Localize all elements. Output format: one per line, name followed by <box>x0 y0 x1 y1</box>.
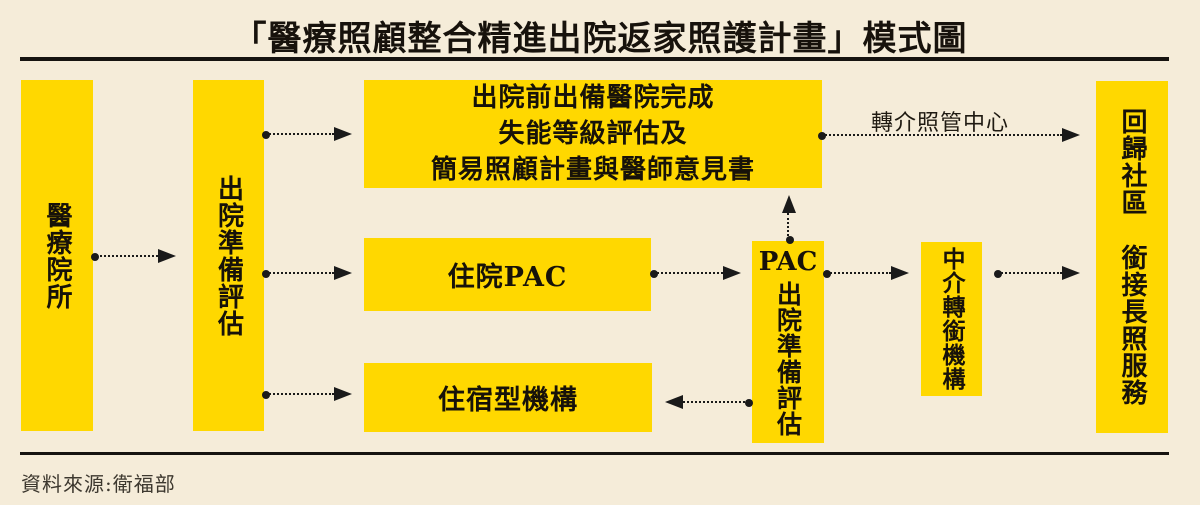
box-discharge-prep-assessment: 出院準備評估 <box>193 80 264 431</box>
pre-discharge-line-1: 出院前出備醫院完成 <box>471 83 715 113</box>
page-title: 「醫療照顧整合精進出院返家照護計畫」模式圖 <box>232 19 968 59</box>
arrow-prep-to-predischarge <box>262 127 352 141</box>
arrow-pac-prep-to-predischarge <box>782 195 796 244</box>
arrow-medical-to-prep <box>91 249 176 263</box>
box-medical-institution-label: 醫療院所 <box>42 201 72 310</box>
box-intermediary-transition-label: 中介轉銜機構 <box>938 247 965 391</box>
box-pre-discharge-completion: 出院前出備醫院完成 失能等級評估及 簡易照顧計畫與醫師意見書 <box>364 80 822 188</box>
arrow-prep-to-residential <box>262 387 352 401</box>
box-medical-institution: 醫療院所 <box>21 80 93 431</box>
box-discharge-prep-assessment-label: 出院準備評估 <box>213 174 244 337</box>
return-community-line-1: 回歸社區 <box>1117 108 1147 216</box>
box-return-community: 回歸社區銜接長照服務 <box>1096 81 1168 433</box>
box-residential-facility: 住宿型機構 <box>364 363 652 432</box>
arrow-pac-prep-to-residential <box>665 395 753 409</box>
arrow-predischarge-to-community <box>818 128 1080 142</box>
title-rule <box>20 57 1169 61</box>
box-pac-discharge-prep: PAC 出院準備評估 <box>752 241 824 443</box>
return-community-line-2: 銜接長照服務 <box>1117 244 1147 406</box>
arrow-inpatient-pac-to-pac-prep <box>650 266 741 280</box>
box-residential-facility-label: 住宿型機構 <box>438 385 578 416</box>
box-inpatient-pac-label: 住院PAC <box>447 262 568 293</box>
box-pac-discharge-prep-label: 出院準備評估 <box>773 281 803 437</box>
arrow-prep-to-inpatient-pac <box>262 266 352 280</box>
bottom-rule <box>20 452 1169 455</box>
box-return-community-label: 回歸社區銜接長照服務 <box>1117 108 1147 406</box>
pre-discharge-line-2: 失能等級評估及 <box>498 119 688 149</box>
arrow-intermediary-to-community <box>994 266 1080 280</box>
pre-discharge-line-3: 簡易照顧計畫與醫師意見書 <box>430 155 755 185</box>
source-note: 資料來源:衛福部 <box>21 472 176 496</box>
arrow-pac-prep-to-intermediary <box>823 266 909 280</box>
referral-center-label: 轉介照管中心 <box>870 111 1009 136</box>
box-pac-discharge-prep-latin: PAC <box>758 247 818 277</box>
box-inpatient-pac: 住院PAC <box>364 238 651 311</box>
box-intermediary-transition: 中介轉銜機構 <box>921 242 982 396</box>
